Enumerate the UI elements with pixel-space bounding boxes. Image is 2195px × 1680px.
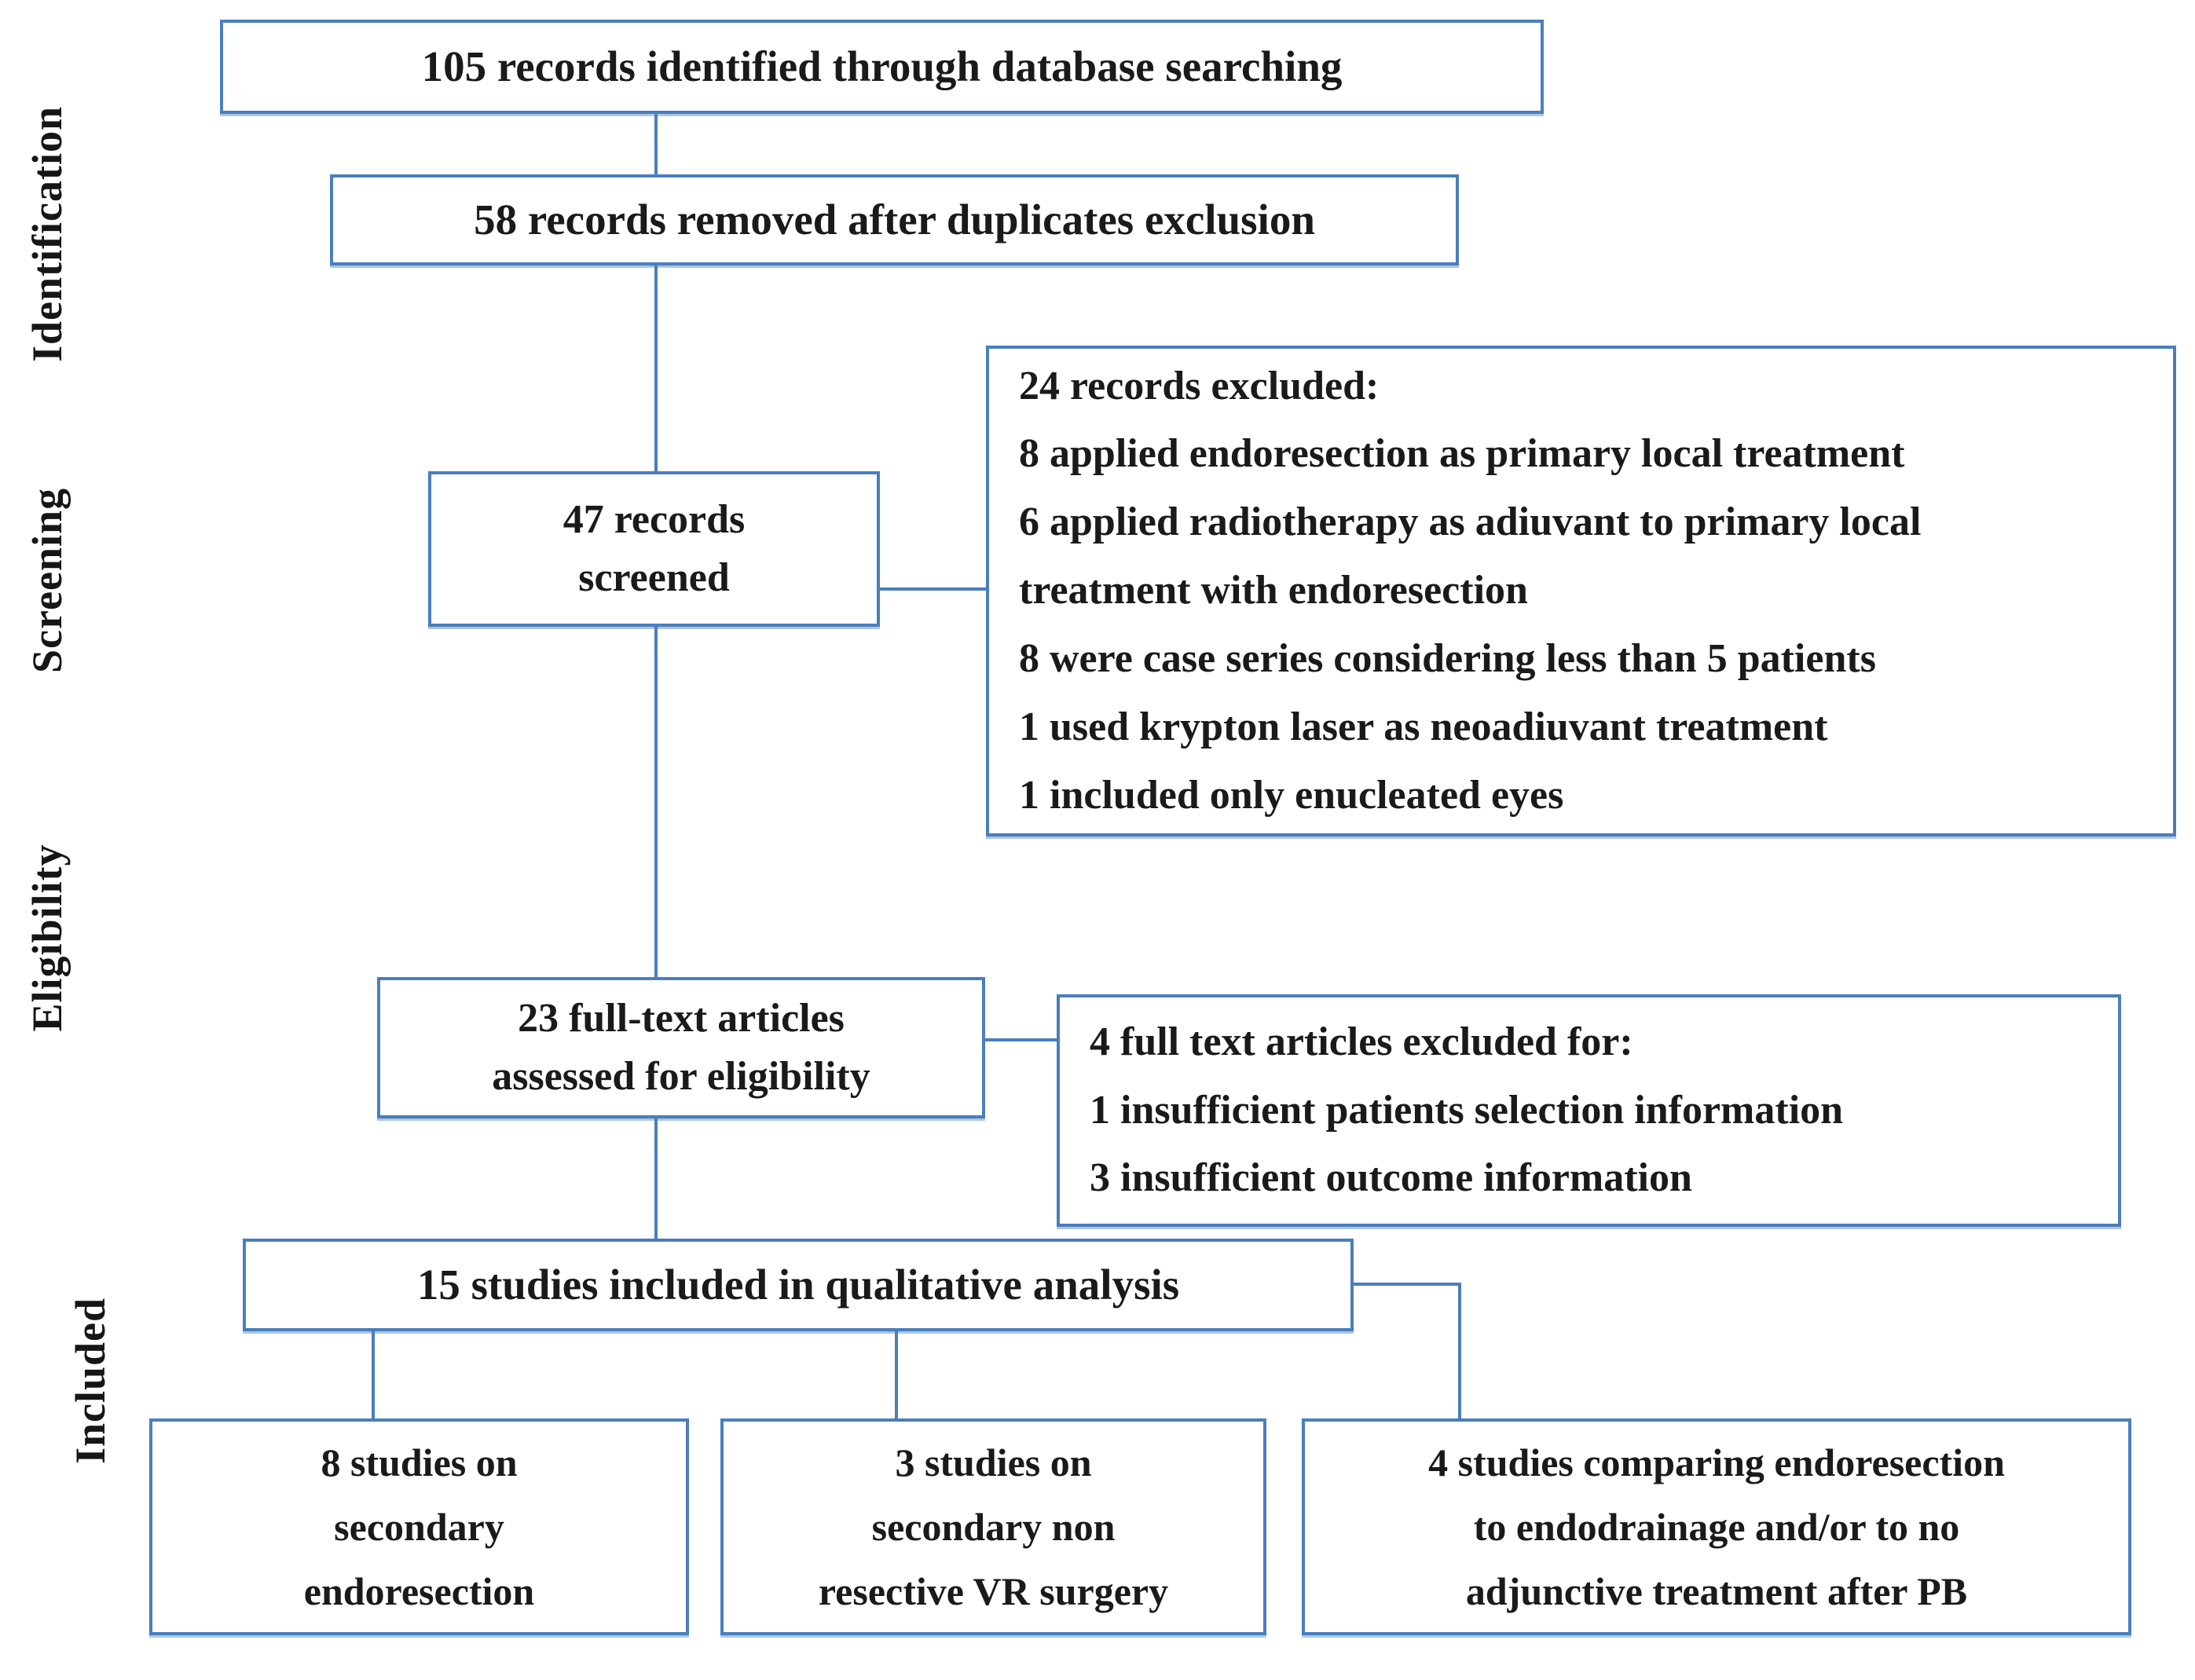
stage-label-eligibility: Eligibility bbox=[24, 844, 71, 1032]
box-screening-excluded-line3: 6 applied radiotherapy as adiuvant to pr… bbox=[1019, 500, 1922, 545]
box-screening-excluded-line4: treatment with endoresection bbox=[1019, 568, 1528, 613]
box-fulltext-assessed-line2: assessed for eligibility bbox=[492, 1054, 870, 1099]
connector-fulltext-to-qualitative bbox=[654, 1118, 658, 1239]
box-nonresective-vr-surgery-line2: secondary non bbox=[871, 1505, 1116, 1549]
box-duplicates-removed-text: 58 records removed after duplicates excl… bbox=[474, 196, 1315, 244]
box-duplicates-removed: 58 records removed after duplicates excl… bbox=[330, 174, 1459, 265]
connector-screened-to-excluded bbox=[880, 587, 986, 591]
box-fulltext-assessed-line1: 23 full-text articles bbox=[518, 996, 845, 1041]
box-comparing-studies: 4 studies comparing endoresection to end… bbox=[1302, 1418, 2131, 1635]
box-screening-excluded: 24 records excluded: 8 applied endoresec… bbox=[986, 346, 2176, 836]
stage-label-screening: Screening bbox=[24, 488, 71, 673]
stage-label-identification: Identification bbox=[24, 105, 71, 363]
box-screening-excluded-line1: 24 records excluded: bbox=[1019, 363, 1380, 408]
box-qualitative-included-text: 15 studies included in qualitative analy… bbox=[416, 1261, 1180, 1309]
box-screening-excluded-line6: 1 used krypton laser as neoadiuvant trea… bbox=[1019, 704, 1828, 749]
box-fulltext-excluded-line2: 1 insufficient patients selection inform… bbox=[1090, 1087, 1844, 1133]
box-comparing-studies-line2: to endodrainage and/or to no bbox=[1473, 1505, 1960, 1549]
box-records-identified: 105 records identified through database … bbox=[220, 20, 1544, 114]
box-secondary-endoresection-line2: secondary bbox=[334, 1505, 504, 1549]
box-screening-excluded-line5: 8 were case series considering less than… bbox=[1019, 635, 1876, 681]
box-comparing-studies-line3: adjunctive treatment after PB bbox=[1465, 1569, 1968, 1613]
box-secondary-endoresection-line1: 8 studies on bbox=[321, 1440, 518, 1484]
connector-fulltext-to-excluded bbox=[985, 1038, 1057, 1041]
box-screening-excluded-line7: 1 included only enucleated eyes bbox=[1019, 772, 1564, 818]
box-qualitative-included: 15 studies included in qualitative analy… bbox=[243, 1239, 1354, 1331]
box-secondary-endoresection: 8 studies on secondary endoresection bbox=[149, 1418, 689, 1635]
connector-identified-to-duplicates bbox=[654, 114, 658, 174]
box-fulltext-excluded: 4 full text articles excluded for: 1 ins… bbox=[1057, 994, 2121, 1227]
box-nonresective-vr-surgery-line3: resective VR surgery bbox=[818, 1569, 1169, 1613]
box-nonresective-vr-surgery-line1: 3 studies on bbox=[895, 1440, 1092, 1484]
box-fulltext-excluded-line3: 3 insufficient outcome information bbox=[1090, 1155, 1692, 1201]
box-records-screened-line2: screened bbox=[578, 555, 730, 600]
box-nonresective-vr-surgery: 3 studies on secondary non resective VR … bbox=[720, 1418, 1266, 1635]
box-comparing-studies-line1: 4 studies comparing endoresection bbox=[1428, 1440, 2005, 1484]
connector-qualitative-to-comparing-vertical bbox=[1458, 1283, 1461, 1418]
box-screening-excluded-line2: 8 applied endoresection as primary local… bbox=[1019, 431, 1905, 477]
box-records-identified-text: 105 records identified through database … bbox=[421, 42, 1343, 91]
box-records-screened-line1: 47 records bbox=[562, 497, 746, 543]
connector-qualitative-to-comparing-horizontal bbox=[1354, 1283, 1461, 1286]
box-fulltext-assessed: 23 full-text articles assessed for eligi… bbox=[377, 977, 985, 1118]
box-fulltext-excluded-line1: 4 full text articles excluded for: bbox=[1090, 1019, 1633, 1064]
connector-screened-to-fulltext bbox=[654, 627, 658, 977]
connector-qualitative-to-endoresection bbox=[372, 1331, 375, 1418]
connector-duplicates-to-screened bbox=[654, 265, 658, 471]
connector-qualitative-to-nonresective bbox=[895, 1331, 898, 1418]
stage-label-included: Included bbox=[67, 1297, 114, 1465]
box-secondary-endoresection-line3: endoresection bbox=[303, 1569, 535, 1613]
box-records-screened: 47 records screened bbox=[428, 471, 880, 627]
